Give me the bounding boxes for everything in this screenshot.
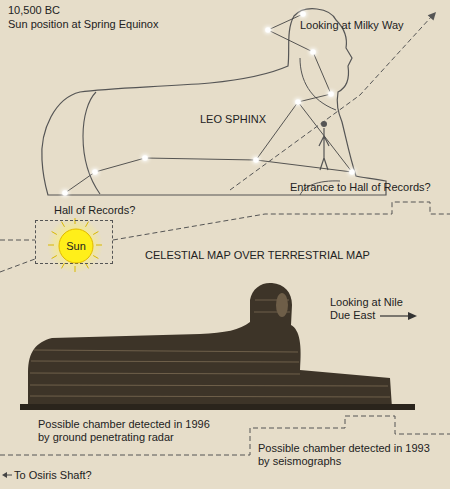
sun-label: Sun bbox=[66, 240, 86, 253]
text-label: To Osiris Shaft? bbox=[14, 469, 92, 482]
text-label: Looking at Milky Way bbox=[300, 19, 404, 32]
region-heading: Hall of Records? bbox=[54, 204, 135, 217]
dashed-region-box: SunHall of Records? bbox=[35, 220, 113, 264]
arrowhead bbox=[428, 12, 436, 21]
star-group bbox=[62, 11, 355, 196]
arrowhead bbox=[2, 472, 7, 478]
star bbox=[328, 91, 334, 97]
text-label: LEO SPHINX bbox=[200, 113, 266, 126]
enclosure-base bbox=[20, 404, 415, 410]
star bbox=[142, 155, 148, 161]
nile-arrow bbox=[380, 315, 410, 316]
star bbox=[300, 11, 306, 17]
sun-disc bbox=[59, 229, 93, 263]
star bbox=[295, 99, 301, 105]
constellation-lines bbox=[65, 14, 352, 193]
star bbox=[253, 157, 259, 163]
sphinx-face bbox=[276, 293, 288, 317]
sun-circle: Sun bbox=[58, 228, 94, 264]
star bbox=[92, 169, 98, 175]
dashed-line bbox=[0, 240, 35, 272]
text-label: Possible chamber detected in 1993 by sei… bbox=[258, 442, 438, 468]
text-label: Looking at Nile Due East bbox=[330, 296, 410, 322]
star bbox=[310, 49, 316, 55]
star bbox=[62, 190, 68, 196]
text-label: 10,500 BC bbox=[8, 4, 60, 17]
text-label: Sun position at Spring Equinox bbox=[8, 18, 158, 31]
terrestrial-outline bbox=[113, 202, 450, 240]
standing-figure bbox=[319, 128, 329, 170]
sphinx-headdress bbox=[300, 58, 336, 110]
sphinx-outline bbox=[42, 9, 386, 195]
star bbox=[349, 169, 355, 175]
text-label: CELESTIAL MAP OVER TERRESTRIAL MAP bbox=[145, 249, 370, 262]
arrowhead bbox=[408, 312, 417, 320]
star bbox=[265, 27, 271, 33]
text-label: Possible chamber detected in 1996 by gro… bbox=[38, 418, 218, 444]
sun-glow bbox=[47, 217, 103, 273]
milky-way-line bbox=[230, 16, 432, 190]
text-label: Entrance to Hall of Records? bbox=[290, 181, 431, 194]
